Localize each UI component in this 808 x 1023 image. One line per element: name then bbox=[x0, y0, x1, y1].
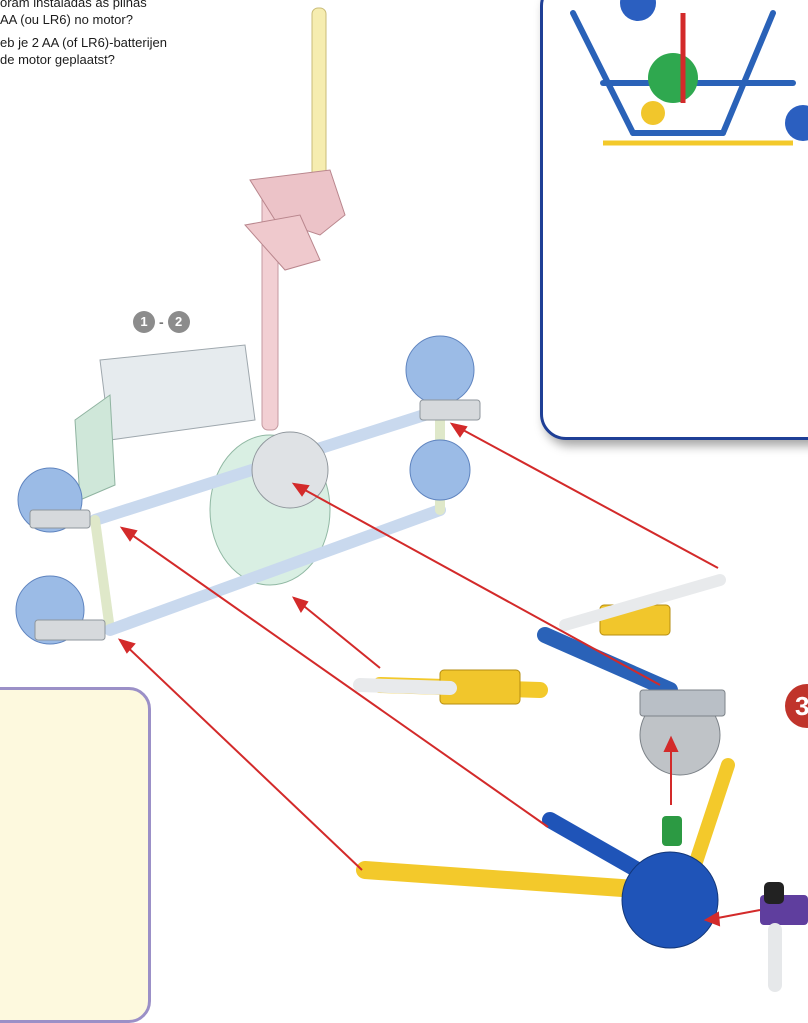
arrow-2 bbox=[294, 484, 660, 685]
rod-yellow-long bbox=[365, 870, 650, 890]
arrow-5 bbox=[120, 640, 362, 870]
green-connector bbox=[662, 816, 682, 846]
connector-left-top bbox=[30, 510, 90, 528]
rod-blue-1 bbox=[545, 635, 670, 690]
callout-preview-box bbox=[540, 0, 808, 440]
wheel-preview-illustration bbox=[543, 0, 808, 437]
green-hub bbox=[648, 53, 698, 103]
connector-grey bbox=[640, 690, 725, 716]
arrow-1 bbox=[452, 424, 718, 568]
vertical-rod-yellow bbox=[312, 8, 326, 178]
black-cap bbox=[764, 882, 784, 904]
step-ref-to: 2 bbox=[168, 311, 190, 333]
motor-box bbox=[100, 345, 255, 440]
connector-right-top bbox=[420, 400, 480, 420]
frame-rod-2 bbox=[95, 520, 110, 630]
rod-white-1 bbox=[360, 685, 450, 688]
step-reference: 1 - 2 bbox=[133, 311, 190, 333]
note-box bbox=[0, 687, 151, 1023]
step-ref-separator: - bbox=[159, 314, 164, 330]
gear-dark-blue bbox=[622, 852, 718, 948]
step-ref-from: 1 bbox=[133, 311, 155, 333]
connector-left-bottom bbox=[35, 620, 105, 640]
